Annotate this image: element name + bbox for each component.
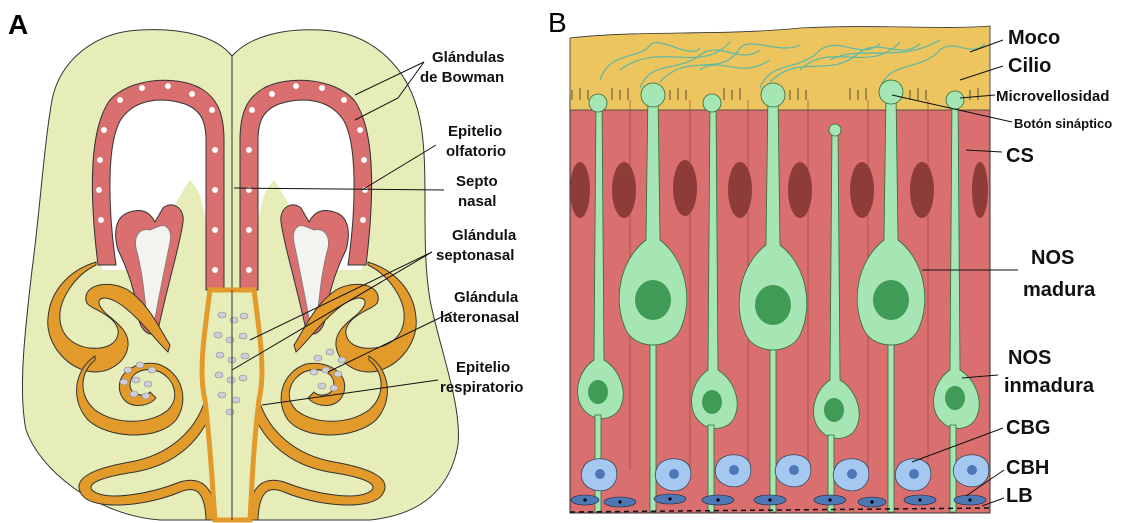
label-septum-1: Septo — [456, 173, 498, 190]
label-cbh: CBH — [1006, 457, 1049, 479]
label-bowman-1: Glándulas — [432, 49, 505, 66]
panel-b-labels: Moco Cilio Microvellosidad Botón sinápti… — [996, 27, 1112, 507]
label-lb: LB — [1006, 485, 1033, 507]
label-lateronasal-2: lateronasal — [440, 309, 519, 326]
label-respiratory-epithelium-1: Epitelio — [456, 359, 510, 376]
label-septum-2: nasal — [458, 193, 496, 210]
label-nos-inmadura-1: NOS — [1008, 347, 1051, 369]
panel-a-letter: A — [8, 9, 28, 40]
label-moco: Moco — [1008, 27, 1060, 49]
label-boton-sinaptico: Botón sináptico — [1014, 116, 1112, 131]
label-nos-madura-1: NOS — [1031, 247, 1074, 269]
label-nos-madura-2: madura — [1023, 279, 1096, 301]
label-microvellosidad: Microvellosidad — [996, 88, 1109, 105]
label-septonasal-1: Glándula — [452, 227, 517, 244]
label-nos-inmadura-2: inmadura — [1004, 375, 1095, 397]
panel-a: A — [8, 9, 523, 520]
label-cbg: CBG — [1006, 417, 1050, 439]
label-olfactory-epithelium-1: Epitelio — [448, 123, 502, 140]
label-respiratory-epithelium-2: respiratorio — [440, 379, 523, 396]
label-olfactory-epithelium-2: olfatorio — [446, 143, 506, 160]
panel-b: B — [548, 7, 1112, 513]
panel-b-letter: B — [548, 7, 567, 38]
label-cilio: Cilio — [1008, 55, 1051, 77]
label-cs: CS — [1006, 145, 1034, 167]
label-lateronasal-1: Glándula — [454, 289, 519, 306]
label-septonasal-2: septonasal — [436, 247, 514, 264]
label-bowman-2: de Bowman — [420, 69, 504, 86]
